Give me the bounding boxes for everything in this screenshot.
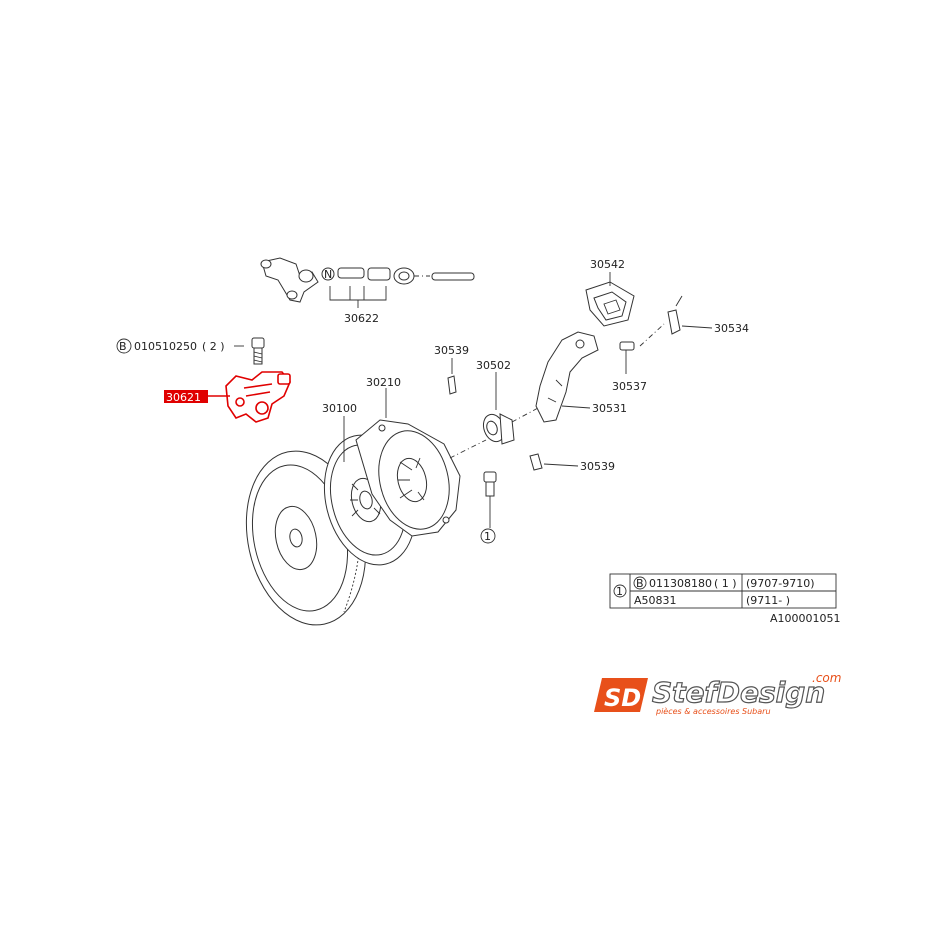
slave-cylinder-highlight — [225, 371, 291, 423]
callout-30531: 30531 — [592, 402, 627, 415]
svg-text:N: N — [324, 268, 332, 281]
axis-line — [449, 407, 539, 459]
master-line-assembly: N — [260, 257, 475, 308]
clip-lower — [529, 453, 543, 471]
table-row2-part: A50831 — [634, 594, 677, 607]
table-row1-prefix: B — [636, 577, 644, 590]
logo-tagline: pièces & accessoires Subaru — [655, 706, 771, 716]
logo-name: StefDesign — [652, 676, 825, 709]
pedal-bracket — [585, 281, 635, 327]
callout-30534: 30534 — [714, 322, 749, 335]
pivot-rod — [667, 295, 683, 335]
bolt-ref-label: B 010510250 ( 2 ) — [116, 338, 244, 354]
callout-30534-leader — [681, 325, 713, 329]
callout-30621: 30621 — [166, 391, 201, 404]
release-fork — [535, 331, 599, 423]
bolt-ref1 — [483, 471, 497, 528]
callout-30539-lower: 30539 — [580, 460, 615, 473]
bolt-small — [251, 337, 265, 365]
bolt-ref-qty: ( 2 ) — [202, 340, 225, 353]
release-bearing — [482, 413, 515, 445]
callout-30531-leader — [561, 405, 591, 409]
table-row1-part: 011308180 — [649, 577, 712, 590]
circle-ref-1 — [480, 528, 496, 544]
callout-30621-bg — [164, 390, 208, 403]
callout-30100: 30100 — [322, 402, 357, 415]
logo-mark — [594, 678, 648, 712]
image-code: A100001051 — [770, 612, 841, 625]
callout-30502: 30502 — [476, 359, 511, 372]
logo-domain: .com — [812, 671, 841, 685]
table-row2-date: (9711- ) — [746, 594, 790, 607]
clip-upper — [447, 375, 457, 395]
ref-table: 1 B 011308180 ( 1 ) (9707-9710) A50831 (… — [609, 573, 837, 609]
callout-30539-upper: 30539 — [434, 344, 469, 357]
bolt-ref-number: 010510250 — [134, 340, 197, 353]
callout-30537: 30537 — [612, 380, 647, 393]
table-ref: 1 — [616, 585, 623, 598]
table-row1-qty: ( 1 ) — [714, 577, 737, 590]
stefdesign-logo: SD StefDesign .com pièces & accessoires … — [594, 671, 841, 716]
callout-30210: 30210 — [366, 376, 401, 389]
circle-ref-1-text: 1 — [484, 530, 491, 543]
boot — [619, 341, 635, 374]
callout-30542: 30542 — [590, 258, 625, 271]
bolt-ref-prefix: B — [119, 340, 127, 353]
clutch-cover — [355, 419, 461, 537]
table-row1-date: (9707-9710) — [746, 577, 815, 590]
logo-mark-text: SD — [604, 684, 641, 712]
callout-30622: 30622 — [344, 312, 379, 325]
